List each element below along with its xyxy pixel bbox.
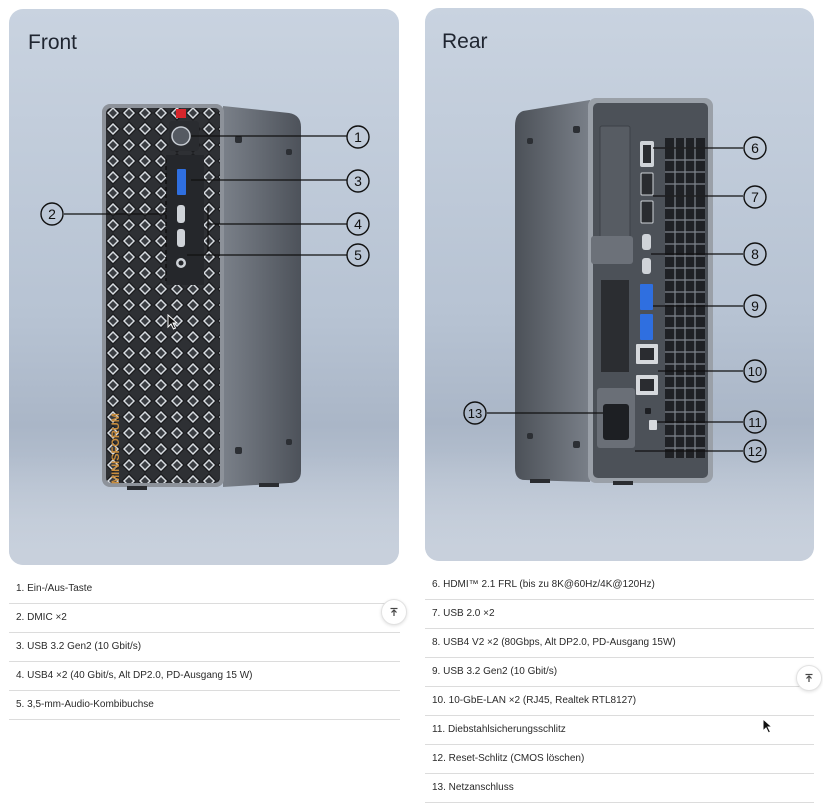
list-item: 2. DMIC ×2 bbox=[9, 604, 400, 633]
front-title: Front bbox=[28, 31, 78, 54]
svg-text:4: 4 bbox=[354, 216, 362, 232]
list-item: 11. Diebstahlsicherungsschlitz bbox=[425, 716, 814, 745]
mouse-cursor-icon bbox=[167, 314, 179, 330]
arrow-up-to-top-icon bbox=[390, 607, 398, 616]
list-item: 8. USB4 V2 ×2 (80Gbps, Alt DP2.0, PD-Aus… bbox=[425, 629, 814, 658]
callout-13: 13 bbox=[463, 401, 487, 425]
callout-2: 2 bbox=[40, 202, 64, 226]
svg-text:10: 10 bbox=[748, 364, 762, 379]
svg-text:8: 8 bbox=[751, 246, 759, 262]
front-product-image: Front MINISFORUM bbox=[9, 9, 399, 565]
callout-6: 6 bbox=[743, 136, 767, 160]
arrow-up-to-top-icon bbox=[805, 673, 813, 682]
svg-text:7: 7 bbox=[751, 189, 759, 205]
scroll-to-top-button[interactable] bbox=[796, 665, 822, 691]
list-item: 4. USB4 ×2 (40 Gbit/s, Alt DP2.0, PD-Aus… bbox=[9, 662, 400, 691]
callout-3: 3 bbox=[346, 169, 370, 193]
scroll-to-top-button[interactable] bbox=[381, 599, 407, 625]
list-item: 3. USB 3.2 Gen2 (10 Gbit/s) bbox=[9, 633, 400, 662]
list-item: 7. USB 2.0 ×2 bbox=[425, 600, 814, 629]
svg-text:3: 3 bbox=[354, 173, 362, 189]
rear-device-illustration: 6 7 8 9 10 11 12 13 bbox=[463, 98, 767, 485]
list-item: 10. 10-GbE-LAN ×2 (RJ45, Realtek RTL8127… bbox=[425, 687, 814, 716]
list-item: 12. Reset-Schlitz (CMOS löschen) bbox=[425, 745, 814, 774]
callout-11: 11 bbox=[743, 410, 767, 434]
svg-text:2: 2 bbox=[48, 206, 56, 222]
callout-8: 8 bbox=[743, 242, 767, 266]
callout-1: 1 bbox=[346, 125, 370, 149]
svg-text:9: 9 bbox=[751, 298, 759, 314]
svg-text:13: 13 bbox=[468, 406, 482, 421]
list-item: 6. HDMI™ 2.1 FRL (bis zu 8K@60Hz/4K@120H… bbox=[425, 571, 814, 600]
mouse-cursor-icon bbox=[762, 718, 774, 734]
front-feature-list: 1. Ein-/Aus-Taste 2. DMIC ×2 3. USB 3.2 … bbox=[9, 575, 400, 720]
callout-5: 5 bbox=[346, 243, 370, 267]
list-item: 5. 3,5-mm-Audio-Kombibuchse bbox=[9, 691, 400, 720]
callout-9: 9 bbox=[743, 294, 767, 318]
brand-logo: MINISFORUM bbox=[110, 413, 122, 484]
callout-12: 12 bbox=[743, 439, 767, 463]
rear-title: Rear bbox=[442, 30, 488, 53]
svg-text:12: 12 bbox=[748, 444, 762, 459]
front-device-illustration: MINISFORUM 1 3 4 5 2 bbox=[40, 104, 370, 490]
list-item: 9. USB 3.2 Gen2 (10 Gbit/s) bbox=[425, 658, 814, 687]
callout-7: 7 bbox=[743, 185, 767, 209]
rear-product-image: Rear bbox=[425, 8, 814, 561]
list-item: 1. Ein-/Aus-Taste bbox=[9, 575, 400, 604]
callout-10: 10 bbox=[743, 359, 767, 383]
callout-4: 4 bbox=[346, 212, 370, 236]
svg-text:11: 11 bbox=[748, 415, 762, 430]
svg-text:5: 5 bbox=[354, 247, 362, 263]
svg-text:1: 1 bbox=[354, 129, 362, 145]
rear-feature-list: 6. HDMI™ 2.1 FRL (bis zu 8K@60Hz/4K@120H… bbox=[425, 571, 814, 803]
svg-text:6: 6 bbox=[751, 140, 759, 156]
